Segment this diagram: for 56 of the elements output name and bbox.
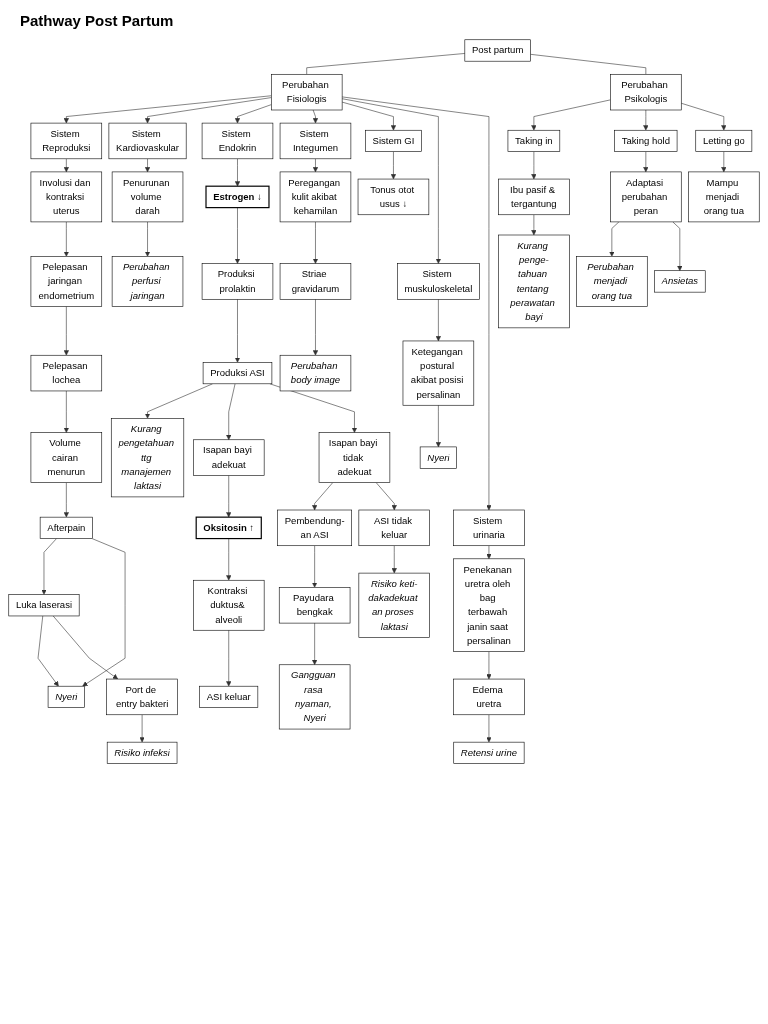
node-box: Adaptasi perubahan peran	[610, 171, 682, 223]
node-box: Pembendung-an ASI	[277, 509, 352, 546]
node-box: Gangguan rasa nyaman, Nyeri	[278, 664, 351, 730]
node-box: Nyeri	[419, 446, 457, 469]
diagram-title: Pathway Post Partum	[20, 12, 175, 29]
node-box: Perubahan body image	[279, 354, 352, 392]
node-box: Sistem Integumen	[279, 122, 352, 160]
node-box: Penurunan volume darah	[111, 171, 184, 223]
node-box: Perubahan menjadi orang tua	[576, 256, 648, 307]
node-box: Payudara bengkak	[278, 587, 351, 624]
node-box: Ibu pasif & tergantung	[498, 178, 570, 216]
node-box: Estrogen ↓	[205, 185, 270, 209]
node-box: Sistem GI	[365, 129, 422, 152]
connector	[530, 54, 647, 75]
node-box: Letting go	[695, 129, 753, 152]
node-box: Peregangan kulit akibat kehamilan	[279, 171, 352, 223]
node-box: Kurang penge-tahuan tentang perawatan bayi	[498, 234, 570, 329]
node-box: Sistem Endokrin	[201, 122, 274, 160]
node-box: Luka laserasi	[8, 594, 80, 617]
node-box: ASI keluar	[199, 685, 259, 708]
connector	[306, 53, 466, 75]
node-box: Risiko keti-dakadekuat an proses laktasi	[358, 572, 430, 638]
node-box: Pelepasan jaringan endometrium	[30, 256, 103, 307]
node-box: Edema uretra	[453, 678, 525, 716]
node-box: Isapan bayi tidak adekuat	[318, 432, 391, 483]
node-box: Kontraksi duktus& alveoli	[193, 579, 265, 631]
node-box: Oksitosin ↑	[195, 516, 262, 540]
node-box: Perubahan Fisiologis	[271, 74, 343, 111]
node-box: ASI tidak keluar	[358, 509, 430, 546]
node-box: Taking in	[507, 129, 561, 152]
node-box: Sistem Reproduksi	[30, 122, 103, 160]
node-box: Port de entry bakteri	[106, 678, 178, 716]
node-box: Post partum	[464, 39, 531, 62]
node-box: Involusi dan kontraksi uterus	[30, 171, 103, 223]
node-box: Retensi urine	[453, 741, 525, 764]
node-box: Isapan bayi adekuat	[193, 439, 265, 476]
node-box: Taking hold	[614, 129, 678, 152]
node-box: Tonus otot usus ↓	[357, 178, 430, 216]
node-box: Sistem urinaria	[453, 509, 525, 546]
node-box: Volume cairan menurun	[30, 432, 103, 483]
node-box: Sistem Kardiovaskular	[108, 122, 187, 160]
node-box: Perubahan Psikologis	[610, 74, 682, 111]
node-box: Nyeri	[47, 685, 85, 708]
node-box: Penekanan uretra oleh bag terbawah janin saat persalinan	[453, 558, 525, 652]
node-box: Risiko infeksi	[106, 741, 178, 764]
node-box: Produksi ASI	[202, 362, 273, 385]
node-box: Striae gravidarum	[279, 263, 352, 300]
node-box: Sistem muskuloskeletal	[397, 263, 480, 300]
node-box: Produksi prolaktin	[201, 263, 274, 300]
node-box: Kurang pengetahuan ttg manajemen laktasi	[110, 418, 185, 498]
node-box: Pelepasan lochea	[30, 354, 103, 392]
node-box: Perubahan perfusi jaringan	[111, 256, 184, 307]
node-box: Afterpain	[39, 516, 93, 539]
node-box: Mampu menjadi orang tua	[688, 171, 760, 223]
node-box: Ketegangan postural akibat posisi persalinan	[402, 340, 475, 406]
node-box: Ansietas	[654, 270, 706, 293]
